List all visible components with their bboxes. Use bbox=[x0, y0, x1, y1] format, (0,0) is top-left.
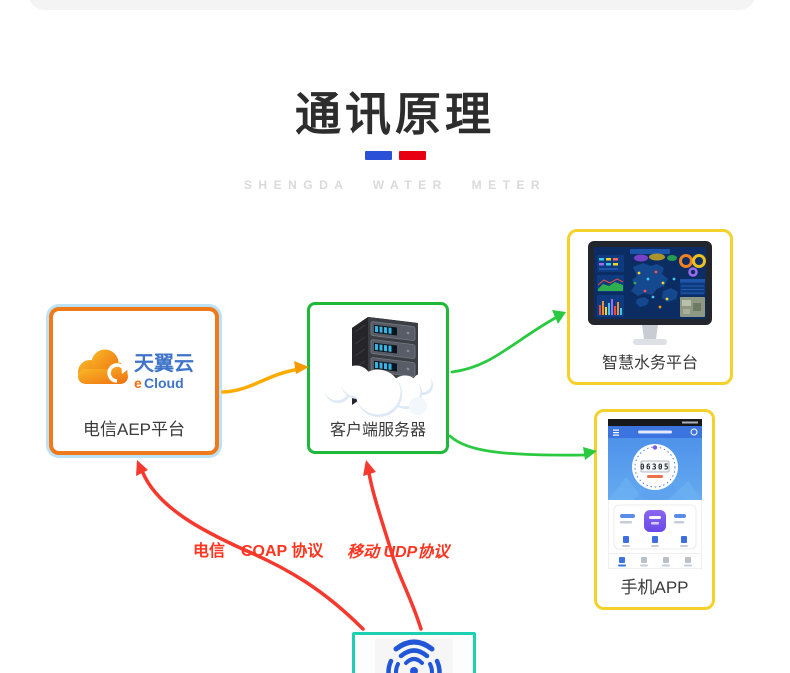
node-meter-device bbox=[352, 632, 476, 673]
edge-device-to-aep-arrowhead bbox=[136, 460, 148, 476]
logo-e-text: e bbox=[134, 375, 142, 391]
top-card-bottom bbox=[28, 0, 756, 10]
node-client-server: 客户端服务器 bbox=[307, 302, 449, 454]
edge-label-mobile-udp: 移动 UDP协议 bbox=[347, 544, 450, 561]
edge-server-to-platform-arrowhead bbox=[552, 310, 566, 324]
node-telecom-aep-label: 电信AEP平台 bbox=[82, 420, 186, 439]
node-telecom-aep: 天翼云 e Cloud 电信AEP平台 bbox=[49, 307, 219, 455]
dashboard-monitor-icon bbox=[588, 241, 712, 345]
node-water-platform: 智慧水务平台 bbox=[567, 229, 733, 385]
edge-label-telecom-coap: 电信 COAP 协议 bbox=[193, 543, 324, 560]
wifi-signal-icon bbox=[375, 639, 453, 673]
edge-server-to-app bbox=[448, 434, 586, 457]
accent-bar-red bbox=[398, 151, 426, 160]
page-title: 通讯原理 bbox=[295, 88, 495, 140]
edge-server-to-platform bbox=[450, 315, 559, 374]
mobile-app-screenshot: 06305 bbox=[607, 419, 702, 569]
logo-cloud-text: Cloud bbox=[144, 375, 184, 391]
ecloud-logo-icon: 天翼云 e Cloud bbox=[78, 349, 194, 391]
page-subtitle: SHENGDA WATER METER bbox=[243, 178, 547, 192]
node-client-server-label: 客户端服务器 bbox=[329, 422, 426, 439]
node-water-platform-label: 智慧水务平台 bbox=[601, 355, 698, 372]
accent-bar-blue bbox=[364, 151, 392, 160]
node-mobile-app: 06305 手机APP bbox=[594, 409, 715, 610]
logo-brand-text: 天翼云 bbox=[134, 352, 194, 375]
edge-device-to-server-arrowhead bbox=[363, 460, 376, 476]
edge-aep-to-server bbox=[221, 367, 303, 394]
meter-reading-display: 06305 bbox=[639, 463, 669, 472]
title-accent-bars bbox=[0, 151, 790, 160]
node-mobile-app-label: 手机APP bbox=[620, 578, 689, 597]
server-cloud-icon bbox=[324, 317, 433, 417]
